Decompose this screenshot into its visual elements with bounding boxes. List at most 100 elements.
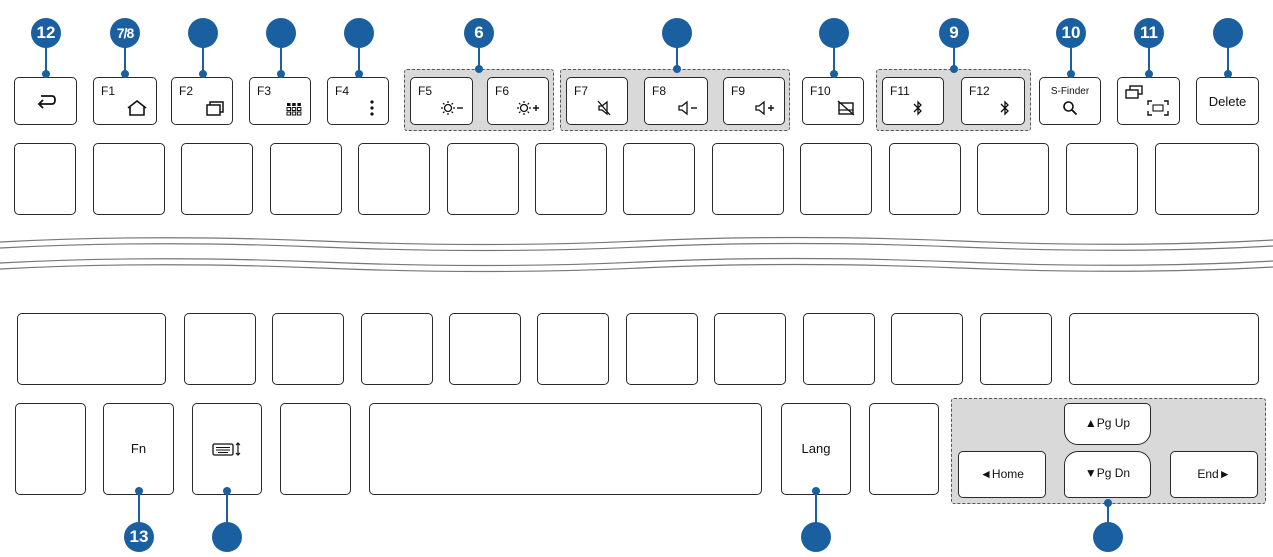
number-row-key[interactable] bbox=[14, 143, 76, 215]
callout-number: 10 bbox=[1056, 18, 1086, 48]
f11-label: F11 bbox=[890, 84, 910, 98]
callout-dot bbox=[673, 65, 681, 73]
number-row-key[interactable] bbox=[270, 143, 342, 215]
brightness-down-icon bbox=[440, 100, 464, 116]
shift-row-key[interactable] bbox=[1069, 313, 1259, 385]
f6-label: F6 bbox=[495, 84, 510, 98]
callout-leader bbox=[1070, 45, 1072, 71]
callout-leader bbox=[1227, 45, 1229, 71]
number-row-key[interactable] bbox=[977, 143, 1049, 215]
f5-key[interactable]: F5 bbox=[410, 77, 473, 125]
ctrl-right-key[interactable] bbox=[869, 403, 939, 495]
space-bar[interactable] bbox=[369, 403, 762, 495]
f2-key[interactable]: F2 bbox=[171, 77, 233, 125]
callout-number: 11 bbox=[1134, 18, 1164, 48]
end-key[interactable]: End► bbox=[1170, 451, 1258, 498]
callout-number bbox=[188, 18, 218, 48]
shift-row-key[interactable] bbox=[272, 313, 344, 385]
number-row-key[interactable] bbox=[447, 143, 519, 215]
callout-number bbox=[1213, 18, 1243, 48]
delete-key[interactable]: Delete bbox=[1196, 77, 1259, 125]
callout-leader bbox=[124, 45, 126, 71]
number-row-key[interactable] bbox=[93, 143, 165, 215]
f10-key[interactable]: F10 bbox=[802, 77, 864, 125]
number-row-key[interactable] bbox=[1155, 143, 1259, 215]
callout-dot bbox=[1067, 70, 1075, 78]
page-down-label: ▼Pg Dn bbox=[1084, 466, 1131, 480]
home-key[interactable]: ◄Home bbox=[958, 451, 1046, 498]
callout-number: 12 bbox=[31, 18, 61, 48]
f7-key[interactable]: F7 bbox=[566, 77, 628, 125]
shift-row-key[interactable] bbox=[17, 313, 166, 385]
shift-row-key[interactable] bbox=[714, 313, 786, 385]
shift-row-key[interactable] bbox=[980, 313, 1052, 385]
s-finder-label: S-Finder bbox=[1050, 86, 1090, 97]
callout-number: 7/8 bbox=[110, 18, 140, 48]
fn-key[interactable]: Fn bbox=[103, 403, 174, 495]
callout-leader bbox=[280, 45, 282, 71]
callout-dot bbox=[830, 70, 838, 78]
f7-label: F7 bbox=[574, 84, 589, 98]
ctrl-key[interactable] bbox=[15, 403, 86, 495]
f2-label: F2 bbox=[179, 84, 194, 98]
callout-number: 9 bbox=[939, 18, 969, 48]
f1-key[interactable]: F1 bbox=[93, 77, 157, 125]
lang-label: Lang bbox=[801, 441, 831, 456]
number-row-key[interactable] bbox=[535, 143, 607, 215]
volume-down-icon bbox=[677, 100, 699, 116]
callout-leader bbox=[815, 490, 817, 524]
f9-key[interactable]: F9 bbox=[723, 77, 785, 125]
callout-leader bbox=[358, 45, 360, 71]
search-icon bbox=[1062, 100, 1078, 116]
number-row-key[interactable] bbox=[181, 143, 253, 215]
callout-number bbox=[1093, 522, 1123, 552]
keyboard-break-lines bbox=[0, 236, 1273, 273]
alt-key[interactable] bbox=[280, 403, 351, 495]
back-key[interactable] bbox=[14, 77, 77, 125]
callout-dot bbox=[950, 65, 958, 73]
callout-dot bbox=[1145, 70, 1153, 78]
volume-up-icon bbox=[754, 100, 776, 116]
delete-label: Delete bbox=[1208, 94, 1247, 109]
shift-row-key[interactable] bbox=[626, 313, 698, 385]
f8-key[interactable]: F8 bbox=[644, 77, 708, 125]
more-options-icon bbox=[370, 100, 374, 116]
number-row-key[interactable] bbox=[712, 143, 784, 215]
shift-row-key[interactable] bbox=[184, 313, 256, 385]
f3-key[interactable]: F3 bbox=[249, 77, 311, 125]
back-arrow-icon bbox=[15, 90, 76, 112]
shift-row-key[interactable] bbox=[361, 313, 433, 385]
lang-key[interactable]: Lang bbox=[781, 403, 851, 495]
keyboard-toggle-key[interactable] bbox=[192, 403, 262, 495]
callout-number bbox=[662, 18, 692, 48]
number-row-key[interactable] bbox=[358, 143, 430, 215]
f11-key[interactable]: F11 bbox=[882, 77, 944, 125]
callout-dot bbox=[355, 70, 363, 78]
s-finder-key[interactable]: S-Finder bbox=[1039, 77, 1101, 125]
home-icon bbox=[126, 100, 148, 116]
f12-label: F12 bbox=[969, 84, 990, 98]
callout-leader bbox=[138, 490, 140, 524]
callout-dot bbox=[1224, 70, 1232, 78]
number-row-key[interactable] bbox=[623, 143, 695, 215]
home-label: ◄Home bbox=[980, 467, 1024, 481]
shift-row-key[interactable] bbox=[803, 313, 875, 385]
shift-row-key[interactable] bbox=[891, 313, 963, 385]
callout-number bbox=[344, 18, 374, 48]
callout-dot bbox=[121, 70, 129, 78]
shift-row-key[interactable] bbox=[449, 313, 521, 385]
shift-row-key[interactable] bbox=[537, 313, 609, 385]
number-row-key[interactable] bbox=[800, 143, 872, 215]
number-row-key[interactable] bbox=[889, 143, 961, 215]
f4-key[interactable]: F4 bbox=[327, 77, 389, 125]
f12-key[interactable]: F12 bbox=[961, 77, 1025, 125]
number-row-key[interactable] bbox=[1066, 143, 1138, 215]
page-up-key[interactable]: ▲Pg Up bbox=[1064, 403, 1151, 445]
callout-leader bbox=[202, 45, 204, 71]
brightness-up-icon bbox=[516, 100, 540, 116]
callout-leader bbox=[45, 45, 47, 71]
page-down-key[interactable]: ▼Pg Dn bbox=[1064, 451, 1151, 498]
screen-capture-key[interactable] bbox=[1117, 77, 1180, 125]
f8-label: F8 bbox=[652, 84, 667, 98]
f6-key[interactable]: F6 bbox=[487, 77, 549, 125]
